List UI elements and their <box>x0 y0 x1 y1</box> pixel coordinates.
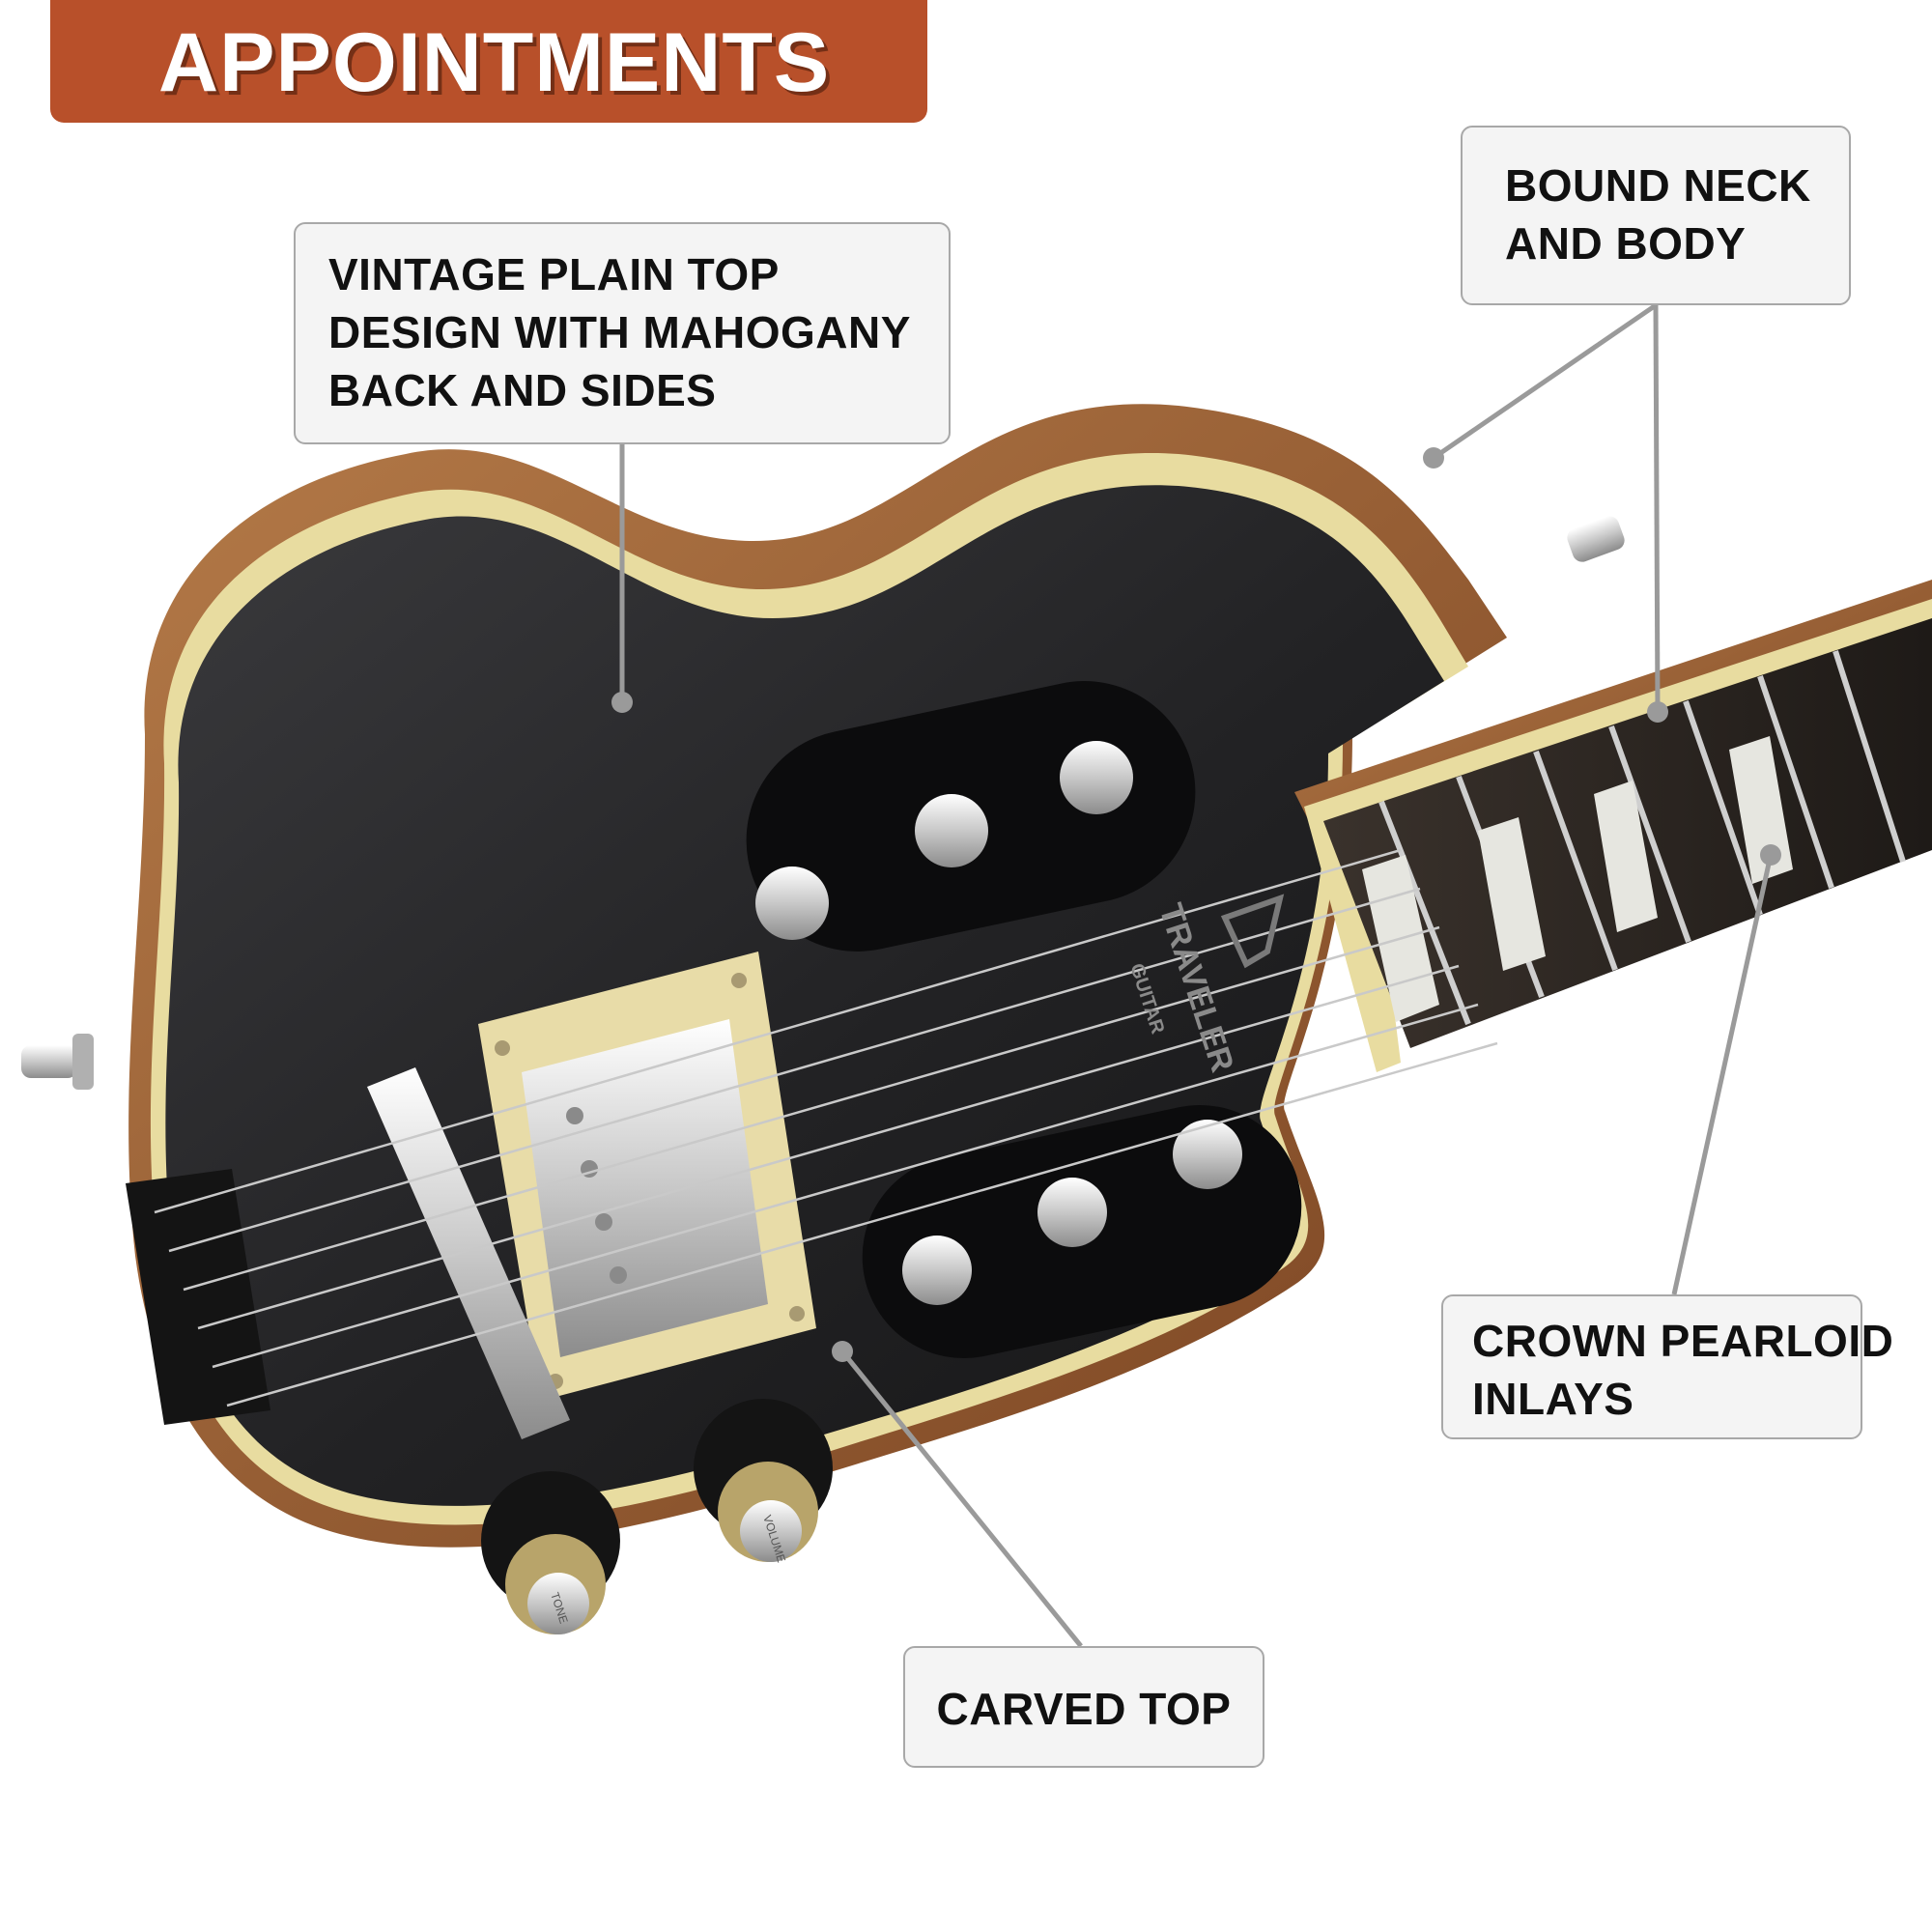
callout-line: BOUND NECK <box>1505 160 1811 211</box>
strap-button-right-icon <box>1567 516 1625 562</box>
title-banner: APPOINTMENTS <box>50 0 927 123</box>
callout-line: VINTAGE PLAIN TOP <box>328 249 780 299</box>
callout-line: AND BODY <box>1505 218 1747 269</box>
page-title: APPOINTMENTS <box>158 16 831 109</box>
callout-line: CARVED TOP <box>936 1684 1232 1734</box>
frets <box>1378 650 1906 1026</box>
humbucker-pickup <box>478 952 816 1401</box>
tone-knob: TONE <box>481 1471 620 1634</box>
leader-dots <box>611 447 1781 1362</box>
callout-line: INLAYS <box>1472 1374 1634 1424</box>
lower-side-pickup <box>862 1105 1302 1358</box>
callout-carved-top: CARVED TOP <box>903 1646 1264 1768</box>
callout-line: BACK AND SIDES <box>328 365 717 415</box>
callout-bound-neck: BOUND NECK AND BODY <box>1461 126 1851 305</box>
carved-top <box>165 485 1445 1506</box>
callout-line: CROWN PEARLOID <box>1472 1316 1894 1366</box>
volume-knob: VOLUME <box>694 1399 833 1564</box>
callout-line: DESIGN WITH MAHOGANY <box>328 307 911 357</box>
callout-vintage-plain-top: VINTAGE PLAIN TOP DESIGN WITH MAHOGANY B… <box>294 222 951 444</box>
callout-crown-inlays: CROWN PEARLOID INLAYS <box>1441 1294 1894 1439</box>
leader-lines <box>619 302 1774 1648</box>
upper-side-pickup <box>746 681 1196 952</box>
tune-o-matic-bridge <box>367 1067 570 1439</box>
strap-button-left-icon <box>21 1034 94 1090</box>
strings <box>154 848 1498 1407</box>
